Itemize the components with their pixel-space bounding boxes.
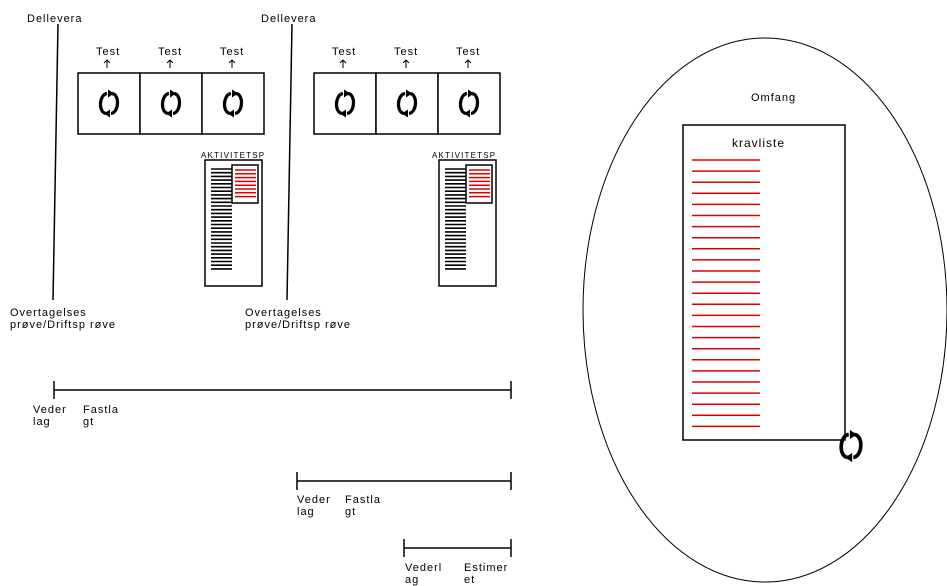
up-arrow-icon-1-3	[228, 59, 236, 68]
up-arrow-icon-2-3	[464, 59, 472, 68]
requirements-title: kravliste	[732, 136, 786, 150]
cycle-arrows-icon-2-1	[334, 89, 356, 118]
test-label-2-1: Test	[332, 46, 357, 58]
test-label-1-3: Test	[220, 46, 245, 58]
up-arrow-icon-2-1	[339, 59, 347, 68]
timeline-3-right-label: Estimer et	[464, 562, 509, 586]
up-arrow-icon-1-2	[166, 59, 174, 68]
timeline-3-left-label: Vederl ag	[405, 562, 443, 586]
deliver-label-1: Dellevera	[27, 13, 83, 25]
acceptance-label-1: Overtagelses prøve/Driftsp røve	[10, 307, 117, 331]
sprint-box-2-2	[375, 72, 439, 135]
scope-title: Omfang	[751, 92, 797, 104]
cycle-arrows-icon-scope	[839, 429, 863, 463]
cycle-arrows-icon-1-1	[98, 89, 120, 118]
cycle-arrows-icon-1-2	[160, 89, 182, 118]
timeline-2-right-label: Fastla gt	[345, 494, 381, 518]
cycle-arrows-icon-1-3	[222, 89, 244, 118]
test-label-1-2: Test	[158, 46, 183, 58]
scope-ellipse	[582, 37, 947, 583]
sprint-box-1-1	[77, 72, 141, 135]
timeline-2-left-label: Veder lag	[297, 494, 331, 518]
sprint-box-2-1	[313, 72, 377, 135]
test-label-2-3: Test	[456, 46, 481, 58]
deliver-label-2: Dellevera	[261, 13, 317, 25]
cycle-arrows-icon-2-3	[458, 89, 480, 118]
sprint-box-1-3	[201, 72, 265, 135]
test-label-1-1: Test	[96, 46, 121, 58]
timeline-1-left-label: Veder lag	[33, 404, 67, 428]
sprint-box-1-2	[139, 72, 203, 135]
up-arrow-icon-1-1	[103, 59, 111, 68]
sprint-box-2-3	[437, 72, 501, 135]
backlog-label-1: AKTIVITETSP	[201, 151, 266, 160]
test-label-2-2: Test	[394, 46, 419, 58]
deliver-line-2	[286, 23, 293, 301]
timeline-1-right-label: Fastla gt	[83, 404, 119, 428]
acceptance-label-2: Overtagelses prøve/Driftsp røve	[245, 307, 352, 331]
backlog-label-2: AKTIVITETSP	[432, 151, 497, 160]
up-arrow-icon-2-2	[402, 59, 410, 68]
deliver-line-1	[52, 23, 59, 301]
cycle-arrows-icon-2-2	[396, 89, 418, 118]
